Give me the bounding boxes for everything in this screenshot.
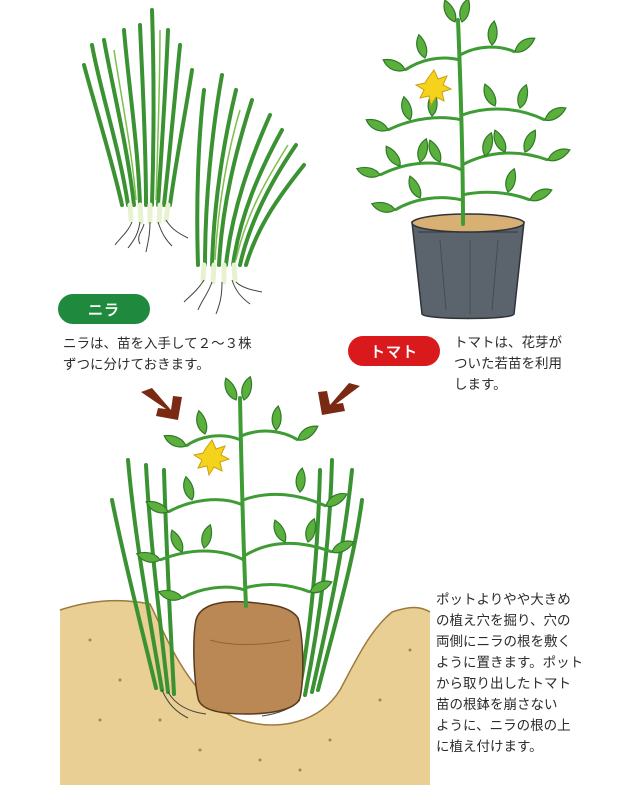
nira-label-badge: ニラ — [58, 294, 150, 324]
tomato-seedling-in-pot — [354, 0, 573, 320]
planting-scene — [59, 374, 431, 785]
arrow-down-right-icon — [141, 388, 182, 420]
planting-note: ポットよりやや大きめ の植え穴を掘り、穴の 両側にニラの根を敷く ように置きます… — [436, 592, 584, 755]
tomato-flower-icon — [414, 69, 453, 107]
tomato-note: トマトは、花芽が ついた若苗を利用 します。 — [454, 335, 562, 393]
arrow-down-left-icon — [318, 383, 360, 415]
nira-bundle-left — [82, 8, 194, 253]
tomato-flower-icon — [192, 439, 231, 477]
tomato-label-badge: トマト — [348, 336, 440, 366]
nira-bundle-right — [183, 73, 306, 315]
nira-note: ニラは、苗を入手して２～３株 ずつに分けておきます。 — [63, 336, 252, 373]
